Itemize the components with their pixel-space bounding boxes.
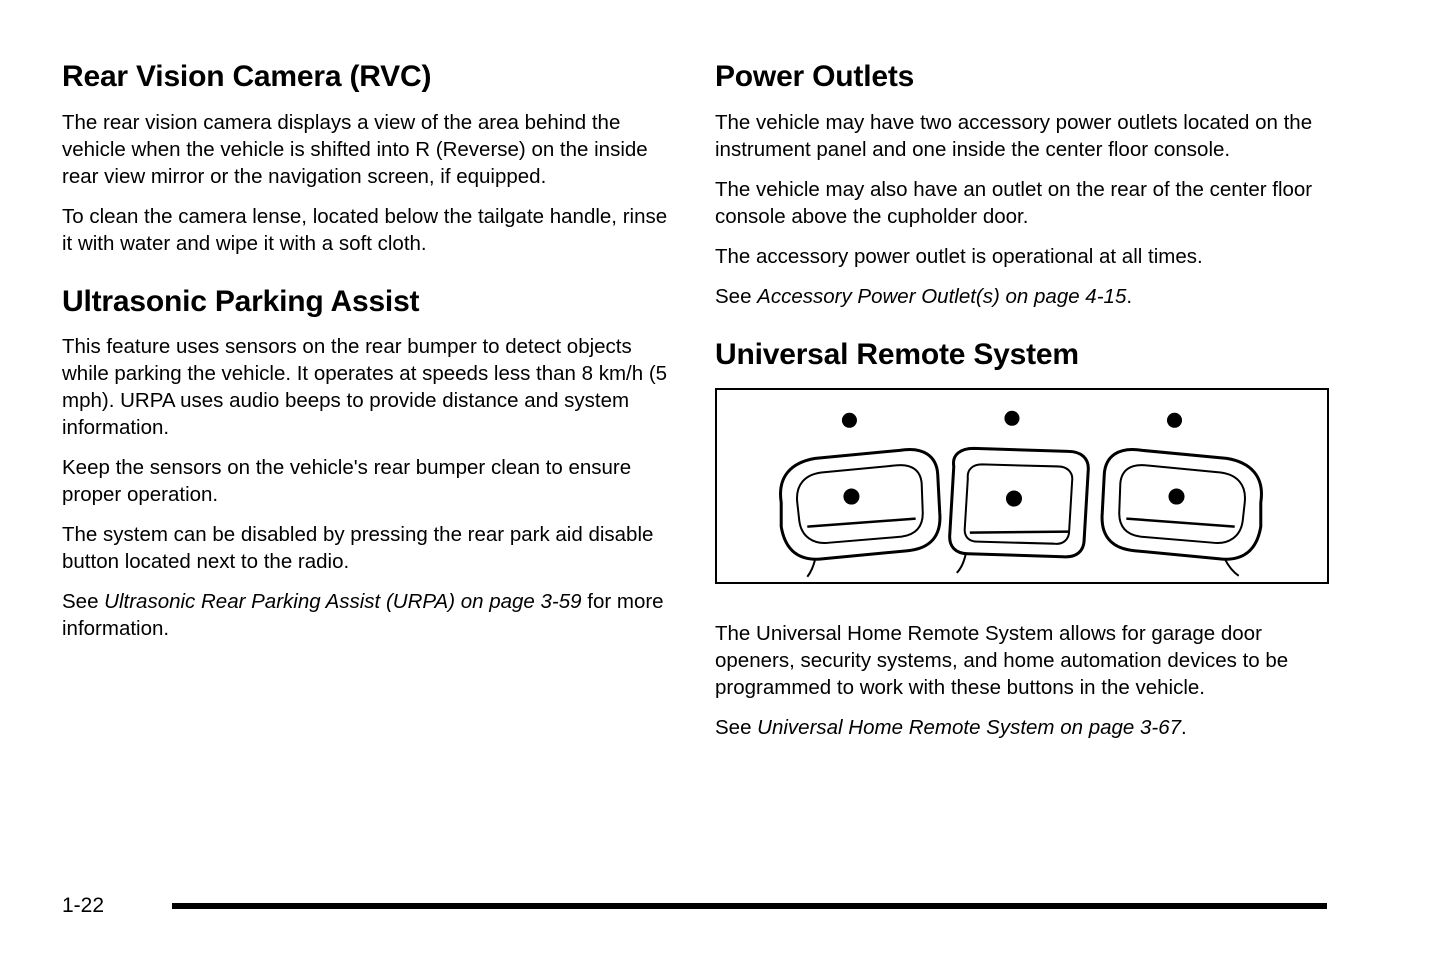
remote-buttons-drawing xyxy=(779,410,1263,578)
left-column: Rear Vision Camera (RVC) The rear vision… xyxy=(62,60,668,655)
heading-ultrasonic-parking-assist: Ultrasonic Parking Assist xyxy=(62,284,420,318)
remote-paragraph-1: The Universal Home Remote System allows … xyxy=(715,622,1289,699)
see-prefix: See xyxy=(62,590,105,613)
remote-button-left xyxy=(779,448,942,578)
indicator-dot-right xyxy=(1166,412,1183,428)
remote-button-middle xyxy=(948,446,1090,574)
heading-power-outlets: Power Outlets xyxy=(715,60,915,93)
page-footer: 1-22 xyxy=(62,895,1333,916)
rvc-paragraph-2: To clean the camera lense, located below… xyxy=(62,204,668,255)
indicator-dot-left xyxy=(841,412,857,428)
see-reference-title: Accessory Power Outlet(s) on page 4-15 xyxy=(757,284,1127,308)
indicator-dot-middle xyxy=(1004,410,1020,426)
remote-see-reference: See Universal Home Remote System on page… xyxy=(715,714,1335,741)
power-paragraph-3: The accessory power outlet is operationa… xyxy=(715,244,1203,268)
see-suffix: . xyxy=(1126,284,1133,308)
heading-universal-remote-system: Universal Remote System xyxy=(715,337,1079,371)
urpa-see-reference: See Ultrasonic Rear Parking Assist (URPA… xyxy=(62,588,668,642)
page-number: 1-22 xyxy=(62,894,105,917)
footer-rule xyxy=(172,902,1328,909)
remote-button-right xyxy=(1100,448,1263,577)
see-prefix: See xyxy=(715,716,758,739)
see-suffix: for more information. xyxy=(62,590,664,640)
power-paragraph-2: The vehicle may also have an outlet on t… xyxy=(715,177,1313,228)
urpa-paragraph-3: The system can be disabled by pressing t… xyxy=(62,523,654,573)
power-paragraph-1: The vehicle may have two accessory power… xyxy=(715,110,1313,161)
see-reference-title: Universal Home Remote System on page 3-6… xyxy=(757,716,1182,739)
urpa-paragraph-1: This feature uses sensors on the rear bu… xyxy=(62,335,668,439)
heading-rear-vision-camera: Rear Vision Camera (RVC) xyxy=(62,60,432,93)
universal-remote-buttons-illustration xyxy=(715,388,1329,584)
right-column: Power Outlets The vehicle may have two a… xyxy=(715,60,1335,754)
see-prefix: See xyxy=(715,284,758,308)
see-reference-title: Ultrasonic Rear Parking Assist (URPA) on… xyxy=(104,590,582,613)
urpa-paragraph-2: Keep the sensors on the vehicle's rear b… xyxy=(62,456,632,506)
power-see-reference: See Accessory Power Outlet(s) on page 4-… xyxy=(715,283,1335,310)
rvc-paragraph-1: The rear vision camera displays a view o… xyxy=(62,110,648,188)
see-suffix: . xyxy=(1181,716,1187,739)
